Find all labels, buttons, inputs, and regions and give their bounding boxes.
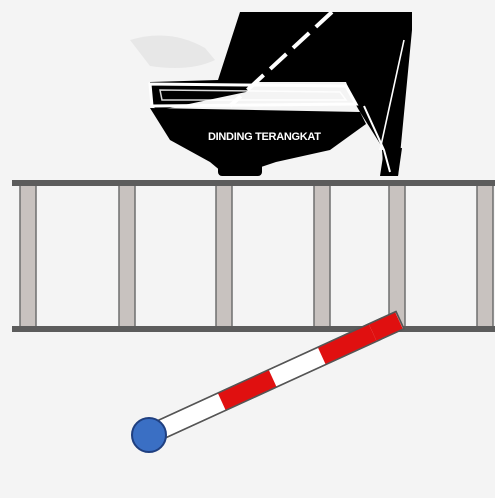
vessel-hull-lower: [150, 108, 366, 172]
vessel-hull: [150, 12, 412, 176]
rail-post: [215, 181, 233, 331]
vessel-dashed-line: [228, 10, 334, 108]
rail-bottom: [12, 326, 495, 332]
vessel-wedge: [382, 148, 402, 176]
rail-post: [388, 181, 406, 331]
rail-fence: [12, 180, 495, 332]
vessel: DINDING TERANGKAT: [148, 10, 412, 176]
background-smudge: [130, 35, 215, 68]
raised-wall-frame: [148, 82, 359, 108]
vessel-label: DINDING TERANGKAT: [208, 131, 321, 143]
rail-post: [118, 181, 136, 331]
barrier-pivot-icon: [131, 417, 167, 453]
barrier-stripe-red: [318, 324, 377, 365]
barrier-tip: [368, 312, 403, 341]
vessel-foot: [218, 158, 262, 176]
rail-post: [476, 181, 494, 331]
barrier-stripe-red: [217, 370, 277, 410]
rail-top: [12, 180, 495, 186]
vessel-side-line: [379, 39, 405, 151]
rail-post: [313, 181, 331, 331]
rail-post: [19, 181, 37, 331]
barrier-arm: [144, 310, 405, 445]
raised-wall-frame-inner: [159, 89, 348, 101]
vessel-edge-highlight: [363, 105, 391, 173]
